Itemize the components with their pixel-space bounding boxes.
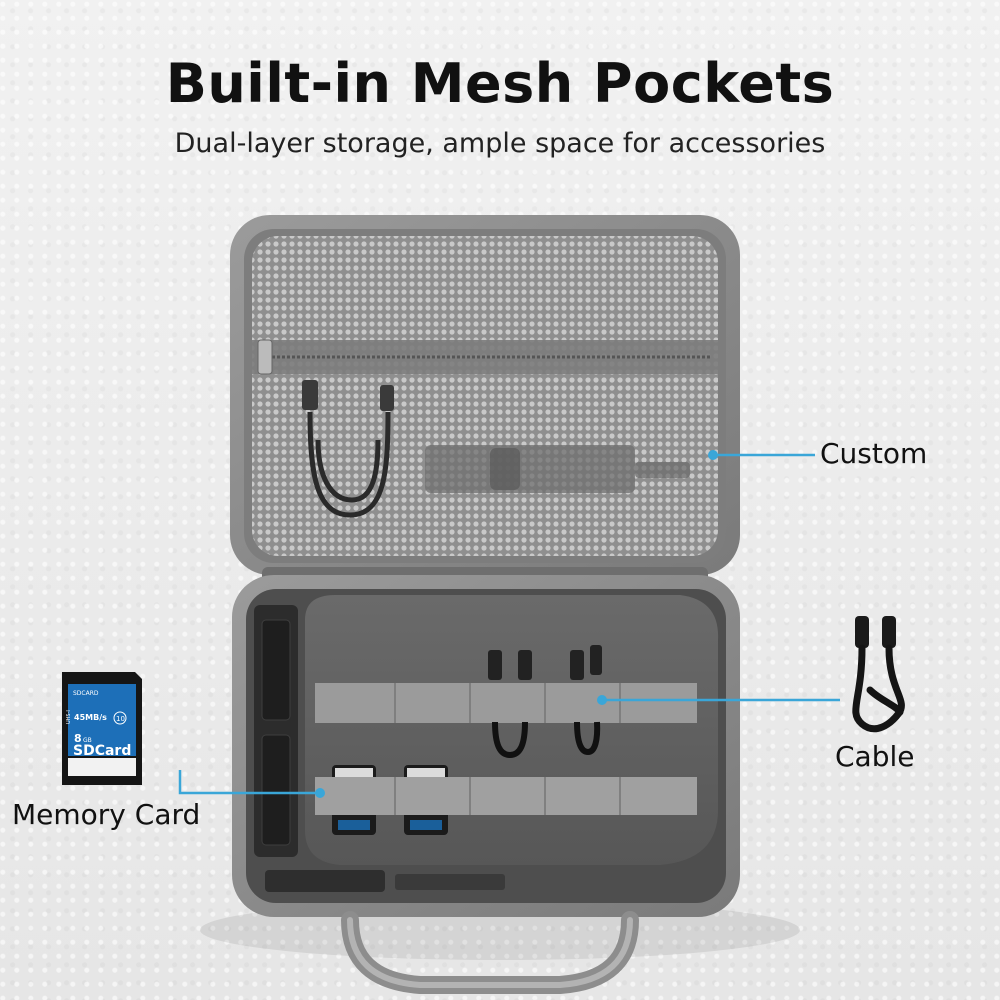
sd-card-class: 10 bbox=[116, 715, 125, 723]
sd-card-name: SDCard bbox=[73, 743, 131, 759]
callout-label-cable: Cable bbox=[835, 740, 915, 773]
callout-line-cable bbox=[597, 695, 840, 705]
sd-card-capacity: 8 bbox=[74, 732, 82, 745]
sd-card-capacity-unit: GB bbox=[83, 737, 92, 744]
mesh-pocket-upper bbox=[252, 236, 718, 556]
callout-label-memory-card: Memory Card bbox=[12, 798, 201, 831]
accessory-in-mesh bbox=[425, 445, 690, 493]
bottom-accessory bbox=[265, 870, 385, 892]
cable-in-strap bbox=[488, 645, 602, 759]
case-lower-base bbox=[232, 575, 740, 917]
sd-card-illustration: SDCARD 45MB/s 10 UHS-I 8 GB SDCard bbox=[62, 672, 142, 785]
case-upper-lid bbox=[230, 215, 740, 575]
cable-illustration bbox=[852, 616, 905, 733]
callout-line-custom bbox=[708, 450, 815, 460]
zipper-pull bbox=[257, 339, 273, 375]
elastic-strap-lower bbox=[315, 777, 697, 815]
page-subtitle: Dual-layer storage, ample space for acce… bbox=[174, 128, 826, 159]
sd-card-side-text: UHS-I bbox=[66, 710, 72, 724]
sd-card-brand: SDCARD bbox=[73, 690, 99, 697]
elastic-strap-upper bbox=[315, 683, 697, 723]
cable-in-mesh bbox=[302, 380, 394, 518]
page-title: Built-in Mesh Pockets bbox=[165, 52, 835, 115]
callout-line-memory-card bbox=[178, 770, 325, 798]
sd-card-speed: 45MB/s bbox=[74, 713, 107, 722]
callout-label-custom: Custom bbox=[820, 437, 928, 470]
